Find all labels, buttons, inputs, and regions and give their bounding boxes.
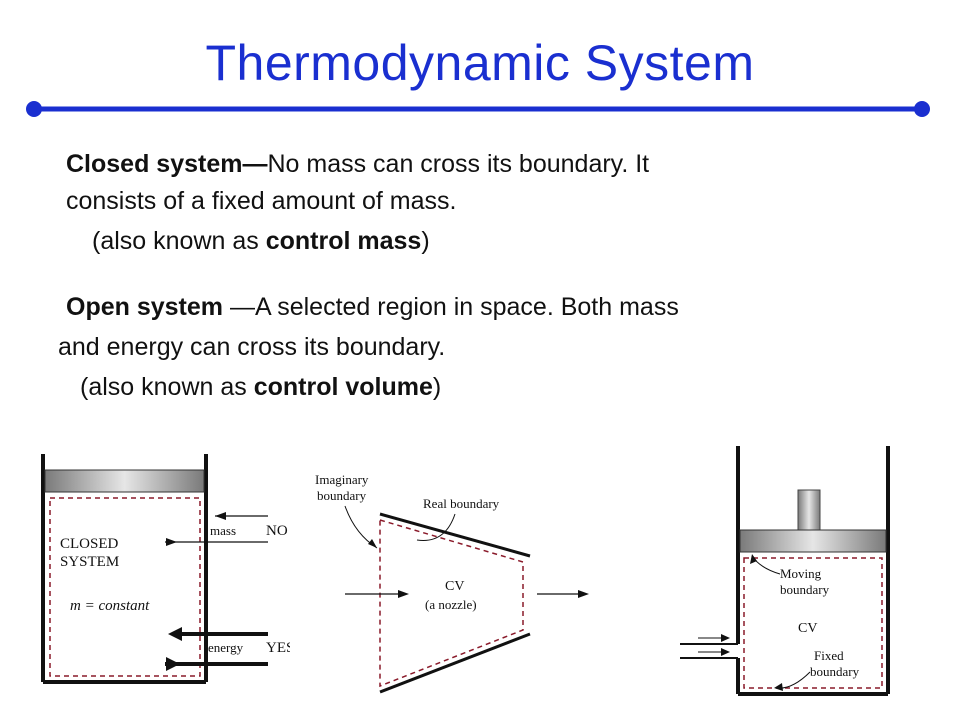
open-system-term: Open system: [66, 293, 224, 321]
closed-label-1: CLOSED: [60, 536, 119, 552]
mass-in-arrow-icon: [215, 512, 226, 520]
closed-system-term: Closed system: [66, 150, 243, 178]
cv-sublabel: (a nozzle): [425, 597, 477, 612]
closed-system-line2: consists of a fixed amount of mass.: [66, 182, 456, 221]
energy-label: energy: [208, 640, 244, 655]
control-mass-term: control mass: [265, 227, 422, 255]
closed-system-dash: —: [242, 150, 268, 178]
aka-prefix: (also known as: [92, 227, 266, 255]
energy-out-arrow-icon: [166, 657, 180, 671]
real-boundary-label: Real boundary: [423, 496, 500, 511]
energy-in-arrow-icon: [168, 627, 182, 641]
piston-cv-label: CV: [798, 621, 817, 636]
closed-label-2: SYSTEM: [60, 554, 119, 570]
open-system-line1: Open system —A selected region in space.…: [66, 288, 679, 327]
mass-label: mass: [210, 523, 236, 538]
title-divider: [26, 101, 930, 117]
cv-label: CV: [445, 579, 464, 594]
flow-in-arrow-icon: [398, 590, 409, 598]
slide-title: Thermodynamic System: [205, 35, 755, 91]
nozzle-figure: Imaginary boundary Real boundary CV (a n…: [315, 472, 589, 694]
control-volume-boundary: [743, 557, 883, 689]
fixed-label-2: boundary: [810, 664, 860, 679]
aka-suffix: ): [432, 373, 442, 401]
closed-system-boundary: [49, 497, 201, 677]
open-system-aka: (also known as control volume): [80, 368, 441, 407]
piston-cylinder-figure: Moving boundary CV Fixed boundary: [680, 446, 890, 696]
closed-system-aka: (also known as control mass): [92, 222, 430, 261]
closed-system-figure: CLOSED SYSTEM m = constant mass NO energ…: [41, 454, 290, 684]
moving-label-1: Moving: [780, 566, 822, 581]
real-pointer: [416, 513, 456, 541]
mass-out-arrow-icon: [166, 538, 177, 546]
open-system-definition: A selected region in space. Both mass: [254, 293, 679, 321]
energy-answer: YES: [266, 640, 290, 656]
imaginary-label-1: Imaginary: [315, 472, 369, 487]
aka-prefix: (also known as: [80, 373, 254, 401]
open-system-dash: —: [223, 293, 255, 321]
mass-answer: NO: [266, 523, 288, 539]
open-system-definition-cont: and energy can cross its boundary.: [58, 333, 446, 361]
piston-lid: [44, 469, 205, 493]
open-system-line2: and energy can cross its boundary.: [58, 328, 445, 367]
aka-suffix: ): [421, 227, 430, 255]
piston-head: [739, 529, 887, 553]
moving-label-2: boundary: [780, 582, 830, 597]
closed-system-line1: Closed system—No mass can cross its boun…: [66, 145, 649, 184]
control-volume-boundary: [379, 518, 524, 688]
piston-rod: [797, 489, 821, 531]
divider-right-dot: [914, 101, 930, 117]
imaginary-label-2: boundary: [317, 488, 367, 503]
mass-equation: m = constant: [70, 598, 150, 614]
fixed-label-1: Fixed: [814, 648, 844, 663]
inflow-arrow-icon: [721, 648, 730, 656]
closed-system-definition-cont: consists of a fixed amount of mass.: [66, 187, 457, 215]
closed-system-definition: No mass can cross its boundary. It: [267, 150, 650, 178]
control-volume-term: control volume: [253, 373, 433, 401]
flow-out-arrow-icon: [578, 590, 589, 598]
divider-left-dot: [26, 101, 42, 117]
